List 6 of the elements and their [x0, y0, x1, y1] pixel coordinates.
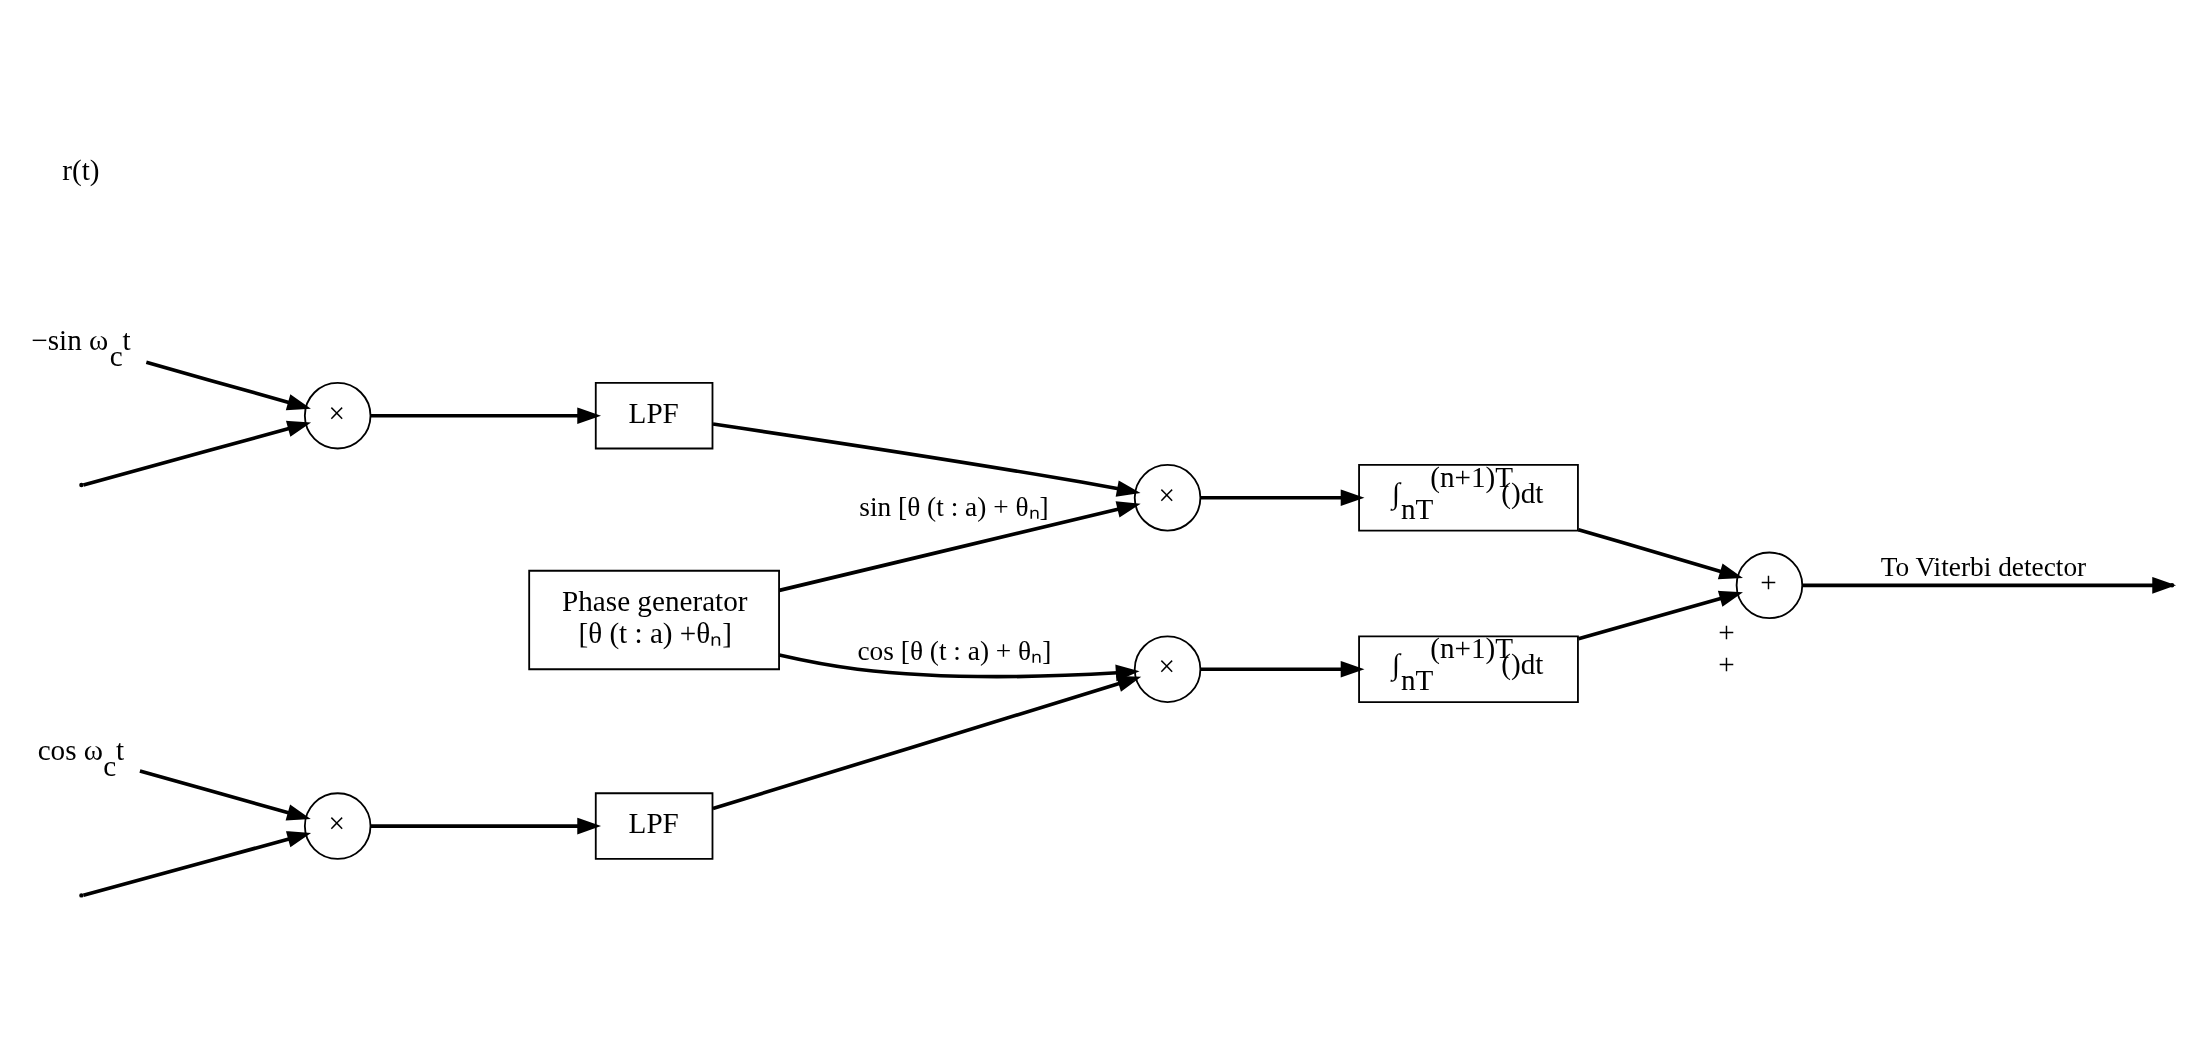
edge-label: cos [θ (t : a) + θₙ] — [857, 636, 1052, 667]
edge-label: sin [θ (t : a) + θₙ] — [859, 492, 1049, 523]
label: r(t) — [62, 154, 100, 187]
node-label: + — [1718, 648, 1735, 681]
edge-label: To Viterbi detector — [1880, 552, 2087, 583]
node-label: + — [1718, 615, 1735, 648]
